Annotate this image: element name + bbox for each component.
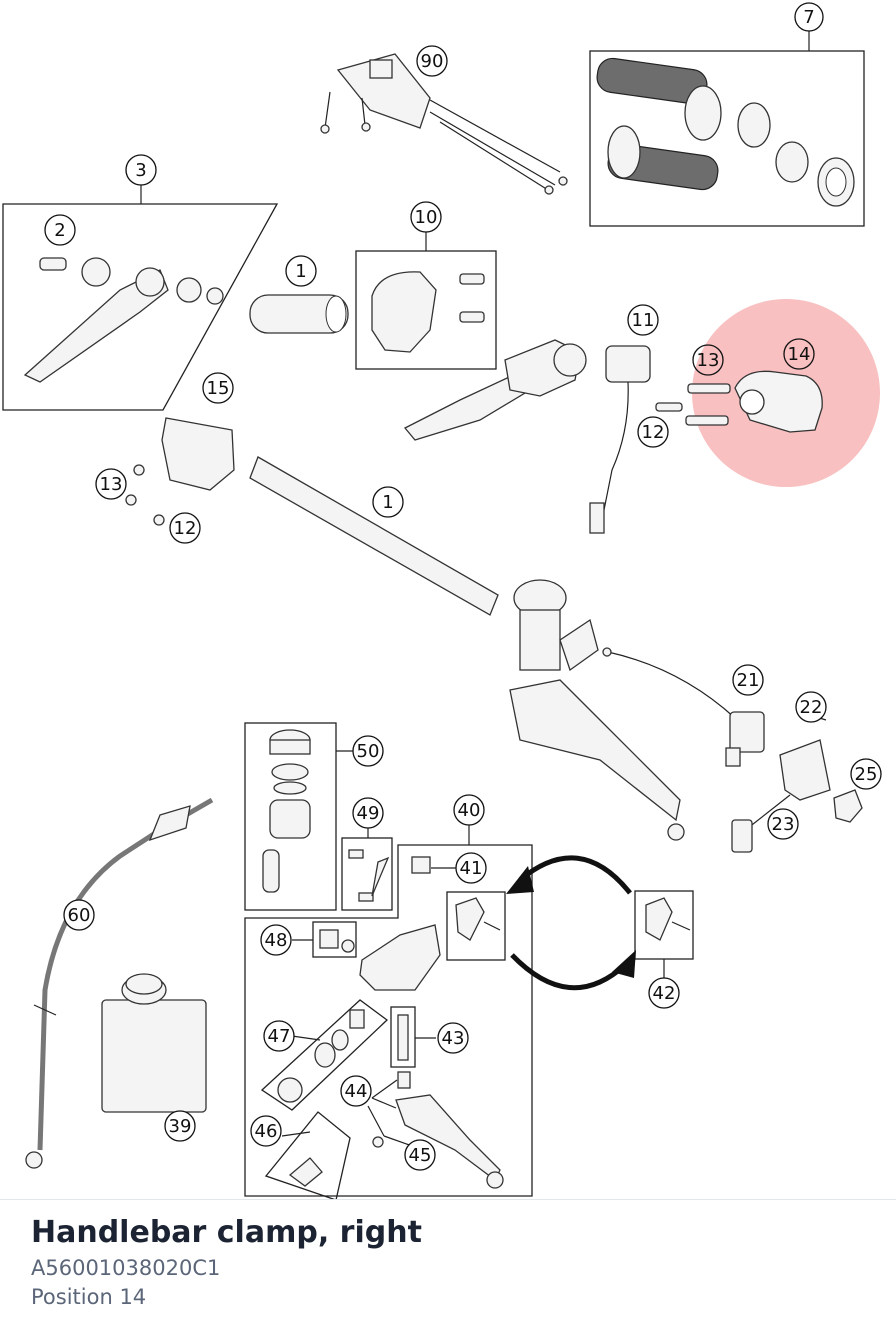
- callout-40[interactable]: 40: [453, 794, 485, 826]
- callout-90[interactable]: 90: [416, 45, 448, 77]
- part-title: Handlebar clamp, right: [31, 1215, 422, 1250]
- callout-label: 43: [442, 1028, 465, 1049]
- part-position: Position 14: [31, 1285, 147, 1309]
- callout-label: 40: [458, 800, 481, 821]
- callout-label: 15: [207, 378, 230, 399]
- callout-label: 42: [653, 983, 676, 1004]
- callout-label: 41: [460, 858, 483, 879]
- callout-50[interactable]: 50: [352, 735, 384, 767]
- callout-label: 13: [100, 474, 123, 495]
- callout-10[interactable]: 10: [410, 201, 442, 233]
- part-group-screws-49[interactable]: [341, 828, 393, 911]
- callout-25[interactable]: 25: [850, 758, 882, 790]
- part-info-footer: [0, 1199, 896, 1336]
- callout-60[interactable]: 60: [63, 899, 95, 931]
- callout-label: 48: [265, 930, 288, 951]
- callout-49[interactable]: 49: [352, 797, 384, 829]
- callout-label: 22: [800, 697, 823, 718]
- callout-44[interactable]: 44: [340, 1075, 372, 1107]
- part-grip-tube-small[interactable]: [249, 294, 349, 334]
- callout-label: 1: [295, 261, 306, 282]
- part-group-throttle[interactable]: [320, 53, 568, 195]
- part-sensor-11[interactable]: [589, 345, 651, 534]
- part-cover-25[interactable]: [833, 789, 863, 823]
- callout-43[interactable]: 43: [437, 1022, 469, 1054]
- callout-label: 14: [788, 344, 811, 365]
- callout-label: 10: [415, 207, 438, 228]
- callout-label: 45: [409, 1145, 432, 1166]
- callout-12[interactable]: 12: [169, 512, 201, 544]
- callout-label: 49: [357, 803, 380, 824]
- callout-13[interactable]: 13: [95, 468, 127, 500]
- callout-3[interactable]: 3: [125, 154, 157, 186]
- callout-2[interactable]: 2: [44, 214, 76, 246]
- part-brake-master-cylinder[interactable]: [509, 579, 685, 841]
- part-group-reservoir[interactable]: [244, 722, 353, 911]
- callout-11[interactable]: 11: [627, 304, 659, 336]
- part-grip-tube-long[interactable]: [249, 456, 499, 616]
- exploded-parts-diagram: 7 90 3 2 10 1 11 13 14 12 15 13 12 1 21 …: [2, 2, 882, 1200]
- callout-label: 90: [421, 51, 444, 72]
- callout-label: 46: [255, 1121, 278, 1142]
- part-number: A56001038020C1: [31, 1256, 221, 1280]
- swap-arrows: [506, 855, 636, 991]
- callout-label: 1: [382, 492, 393, 513]
- callout-label: 11: [632, 310, 655, 331]
- callout-7[interactable]: 7: [794, 2, 824, 32]
- part-handlebar-clamp-right[interactable]: [655, 370, 823, 433]
- callout-41[interactable]: 41: [455, 852, 487, 884]
- callout-45[interactable]: 45: [404, 1139, 436, 1171]
- callout-15[interactable]: 15: [202, 372, 234, 404]
- callout-label: 50: [357, 741, 380, 762]
- callout-21[interactable]: 21: [732, 664, 764, 696]
- callout-label: 23: [772, 814, 795, 835]
- callout-42[interactable]: 42: [648, 977, 680, 1009]
- part-group-master-40[interactable]: [244, 824, 533, 1200]
- part-brake-switch-21[interactable]: [602, 647, 765, 767]
- part-group-mirror-clamp[interactable]: [446, 890, 694, 978]
- callout-label: 21: [737, 670, 760, 691]
- callout-label: 47: [268, 1026, 291, 1047]
- callout-47[interactable]: 47: [263, 1020, 295, 1052]
- part-switch-23[interactable]: [731, 739, 831, 853]
- callout-label: 12: [642, 422, 665, 443]
- part-brake-fluid[interactable]: [101, 973, 207, 1113]
- callout-label: 39: [169, 1116, 192, 1137]
- callout-1[interactable]: 1: [372, 486, 404, 518]
- callout-23[interactable]: 23: [767, 808, 799, 840]
- callout-label: 12: [174, 518, 197, 539]
- callout-1[interactable]: 1: [285, 255, 317, 287]
- part-group-clutch-lever[interactable]: [2, 184, 279, 411]
- part-group-switch[interactable]: [355, 231, 497, 370]
- callout-label: 60: [68, 905, 91, 926]
- callout-22[interactable]: 22: [795, 691, 827, 723]
- callout-39[interactable]: 39: [164, 1110, 196, 1142]
- callout-label: 2: [54, 220, 65, 241]
- callout-12[interactable]: 12: [637, 416, 669, 448]
- callout-13[interactable]: 13: [692, 344, 724, 376]
- callout-label: 25: [855, 764, 878, 785]
- callout-label: 13: [697, 350, 720, 371]
- part-handlebar-clamp-left[interactable]: [125, 417, 235, 526]
- callout-label: 3: [135, 160, 146, 181]
- callout-label: 44: [345, 1081, 368, 1102]
- callout-46[interactable]: 46: [250, 1115, 282, 1147]
- callout-14[interactable]: 14: [783, 338, 815, 370]
- part-clutch-master-cylinder[interactable]: [403, 339, 587, 441]
- callout-label: 7: [803, 7, 814, 28]
- part-group-grips[interactable]: [589, 31, 865, 227]
- callout-48[interactable]: 48: [260, 924, 292, 956]
